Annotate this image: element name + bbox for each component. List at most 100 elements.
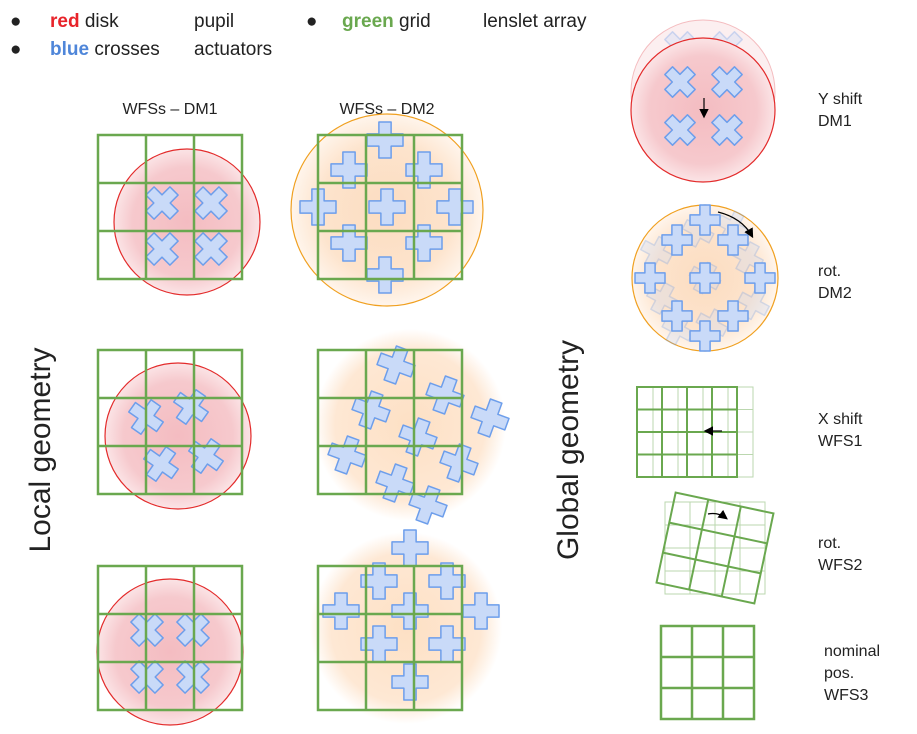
actuator-cross bbox=[368, 188, 406, 226]
legend-green-grid: green grid bbox=[342, 11, 431, 32]
actuator-cross bbox=[188, 438, 224, 474]
legend-pupil: pupil bbox=[194, 11, 234, 32]
pupil-red-disk bbox=[104, 362, 252, 510]
lenslet-grid bbox=[655, 491, 775, 605]
actuator-cross bbox=[717, 224, 749, 256]
actuator-cross bbox=[717, 300, 749, 332]
lenslet-grid-ghost bbox=[664, 501, 766, 595]
label-rotdm2-line2: DM2 bbox=[818, 285, 852, 302]
legend-red-rest: disk bbox=[80, 11, 120, 32]
actuator-cross bbox=[360, 562, 398, 600]
label-xshift-line1: X shift bbox=[818, 411, 863, 428]
lenslet-grid-vline bbox=[688, 499, 710, 590]
lenslet-grid-hline bbox=[669, 521, 768, 545]
lenslet-grid-border bbox=[96, 133, 244, 281]
legend-bullet-2: ● bbox=[10, 39, 21, 60]
actuator-cross bbox=[661, 224, 693, 256]
legend-actuators: actuators bbox=[194, 39, 272, 60]
actuator-cross bbox=[194, 232, 228, 266]
actuator-cross bbox=[711, 114, 743, 146]
lenslet-grid-border bbox=[316, 348, 464, 496]
lenslet-grid bbox=[96, 564, 244, 712]
actuator-cross bbox=[661, 300, 693, 332]
legend-green-rest: grid bbox=[394, 11, 431, 32]
legend-red-disk: red disk bbox=[50, 11, 119, 32]
legend-lenslet-array: lenslet array bbox=[483, 11, 587, 32]
label-rotwfs2-line1: rot. bbox=[818, 535, 841, 552]
lenslet-grid-border bbox=[655, 491, 775, 605]
lenslet-grid-border bbox=[316, 564, 464, 712]
label-rotwfs2-line2: WFS2 bbox=[818, 557, 863, 574]
global-nominal-wfs3 bbox=[659, 624, 756, 721]
actuator-cross bbox=[634, 262, 666, 294]
legend-blue-keyword: blue bbox=[50, 39, 89, 60]
actuator-cross bbox=[145, 186, 179, 220]
actuator-cross bbox=[330, 151, 368, 189]
lenslet-grid bbox=[316, 564, 464, 712]
actuator-cross bbox=[664, 66, 696, 98]
actuator-cross bbox=[689, 262, 721, 294]
actuator-cross bbox=[391, 663, 429, 701]
lenslet-grid bbox=[659, 624, 756, 721]
label-nominal-line2: pos. bbox=[824, 665, 854, 682]
legend-green-keyword: green bbox=[342, 11, 394, 32]
lenslet-grid bbox=[316, 348, 464, 496]
panel-shapes-layer bbox=[96, 19, 779, 726]
actuator-cross bbox=[439, 443, 479, 483]
actuator-cross bbox=[664, 114, 696, 146]
lenslet-grid-border bbox=[316, 133, 464, 281]
local-dm2-panel-2 bbox=[314, 329, 510, 525]
actuator-cross bbox=[391, 592, 429, 630]
actuator-cross bbox=[689, 204, 721, 236]
label-yshift-line2: DM1 bbox=[818, 113, 852, 130]
global-yshift-dm1 bbox=[630, 19, 776, 183]
actuator-cross bbox=[744, 262, 776, 294]
local-dm1-panel-1 bbox=[96, 133, 261, 296]
side-title-local-geometry: Local geometry bbox=[24, 347, 57, 552]
lenslet-grid-hline bbox=[662, 551, 761, 575]
legend-blue-crosses: blue crosses bbox=[50, 39, 160, 60]
legend-bullet-1: ● bbox=[10, 11, 21, 32]
lenslet-grid bbox=[96, 133, 244, 281]
lenslet-grid bbox=[636, 386, 738, 478]
actuator-cross bbox=[143, 446, 179, 482]
actuator-cross bbox=[322, 592, 360, 630]
label-yshift-line1: Y shift bbox=[818, 91, 863, 108]
pupil-red-disk bbox=[630, 37, 776, 183]
legend: ● red disk pupil ● green grid lenslet ar… bbox=[10, 11, 587, 60]
arrow-rotation bbox=[717, 211, 754, 239]
label-nominal-line3: WFS3 bbox=[824, 687, 869, 704]
label-xshift-line2: WFS1 bbox=[818, 433, 863, 450]
lenslet-grid bbox=[316, 133, 464, 281]
actuator-cross bbox=[711, 66, 743, 98]
arrow-rotation bbox=[707, 509, 728, 520]
actuator-cross bbox=[376, 345, 416, 385]
side-title-global-geometry: Global geometry bbox=[552, 340, 585, 560]
pupil-red-disk bbox=[113, 148, 261, 296]
lenslet-grid-border bbox=[96, 564, 244, 712]
actuator-cross bbox=[145, 232, 179, 266]
global-labels: Y shift DM1 rot. DM2 X shift WFS1 rot. W… bbox=[818, 91, 880, 704]
actuator-cross bbox=[689, 320, 721, 352]
actuator-cross bbox=[428, 562, 466, 600]
local-dm2-panel-1 bbox=[290, 113, 484, 307]
legend-bullet-3: ● bbox=[306, 11, 317, 32]
lenslet-grid-ghost-border bbox=[664, 501, 766, 595]
lenslet-grid-border bbox=[96, 348, 244, 496]
pupil-red-disk bbox=[96, 578, 244, 726]
actuator-cross bbox=[194, 186, 228, 220]
local-dm2-panel-3 bbox=[310, 529, 502, 724]
lenslet-grid bbox=[96, 348, 244, 496]
actuator-cross bbox=[375, 463, 415, 503]
column-title-dm1: WFSs – DM1 bbox=[122, 101, 217, 118]
actuator-cross bbox=[470, 398, 510, 438]
lenslet-grid-vline bbox=[720, 506, 742, 597]
actuator-cross bbox=[405, 151, 443, 189]
legend-blue-rest: crosses bbox=[89, 39, 160, 60]
actuator-cross bbox=[425, 375, 465, 415]
actuator-cross bbox=[405, 224, 443, 262]
global-rot-dm2 bbox=[631, 204, 779, 352]
local-dm1-panel-2 bbox=[96, 348, 252, 510]
global-xshift-wfs1 bbox=[636, 386, 754, 478]
